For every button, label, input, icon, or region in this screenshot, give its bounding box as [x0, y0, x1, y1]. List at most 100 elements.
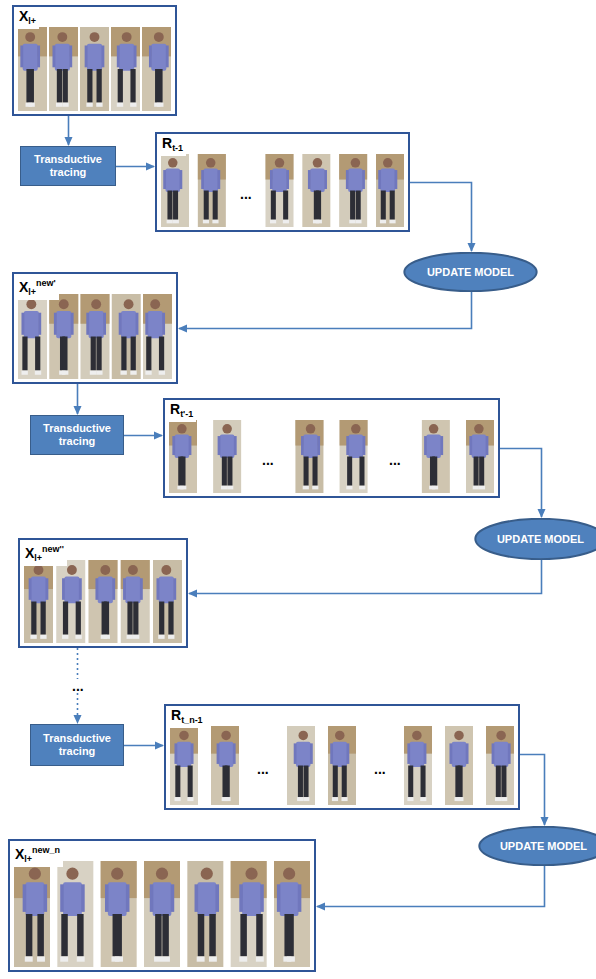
update-label: UPDATE MODEL: [493, 533, 588, 546]
person-photo: [112, 294, 141, 379]
image-set-frame: Rt-1: [155, 132, 410, 232]
person-photo: [161, 154, 189, 227]
set-subscript: l+: [28, 287, 36, 297]
person-photo: [18, 27, 47, 111]
person-photo: [302, 154, 330, 227]
person-photo: [295, 420, 323, 493]
person-photo: [121, 560, 150, 643]
process-label: Transductive tracing: [31, 732, 123, 758]
person-photo: [57, 861, 93, 967]
update-label: UPDATE MODEL: [423, 266, 518, 279]
process-box: Transductive tracing: [30, 724, 124, 766]
set-subscript: l+: [34, 553, 42, 563]
person-photo: [101, 861, 137, 967]
person-photo: [404, 726, 432, 805]
flow-arrow: [124, 435, 162, 437]
person-photo: [14, 861, 50, 967]
set-title: Xl+: [17, 8, 39, 29]
set-superscript: new': [36, 278, 56, 288]
person-photo: [187, 861, 223, 967]
person-photo: [445, 726, 473, 805]
flow-arrow: [520, 755, 545, 826]
person-photo: [198, 154, 226, 227]
person-photo: [111, 27, 140, 111]
set-subscript: l+: [28, 16, 36, 26]
image-set-frame: Rt_n-1: [164, 704, 520, 810]
ellipsis-mark: ...: [372, 762, 388, 776]
person-photo: [142, 27, 171, 111]
set-symbol: R: [170, 401, 180, 417]
set-symbol: X: [25, 545, 34, 561]
person-photo: [56, 560, 85, 643]
person-photo: [287, 726, 315, 805]
set-subscript: l+: [24, 854, 32, 864]
person-photo: [89, 560, 118, 643]
process-label: Transductive tracing: [21, 153, 115, 179]
person-photo: [49, 27, 78, 111]
flow-arrow: [189, 560, 542, 594]
set-superscript: new_n: [32, 845, 60, 855]
person-photo: [153, 560, 182, 643]
update-ellipse: UPDATE MODEL: [474, 518, 596, 560]
ellipsis-mark: ...: [260, 453, 276, 467]
person-photo: [339, 154, 367, 227]
set-title: Xl+new'': [23, 541, 67, 566]
image-set-frame: Xl+new_n: [8, 839, 316, 972]
process-box: Transductive tracing: [20, 146, 116, 186]
flow-arrow: [124, 745, 163, 747]
process-label: Transductive tracing: [31, 422, 123, 448]
set-subscript: t-1: [172, 143, 183, 153]
set-symbol: R: [171, 707, 181, 723]
person-photo: [211, 726, 239, 805]
person-photo: [376, 154, 404, 227]
set-subscript: t'-1: [180, 409, 193, 419]
person-photo: [486, 726, 514, 805]
set-title: Rt_n-1: [169, 707, 206, 728]
person-photo: [170, 726, 198, 805]
image-set-frame: Xl+: [12, 5, 177, 116]
person-photo: [266, 154, 294, 227]
person-photo: [231, 861, 267, 967]
set-symbol: R: [162, 135, 172, 151]
set-symbol: X: [15, 846, 24, 862]
ellipsis-mark: ...: [238, 187, 254, 201]
person-photo: [328, 726, 356, 805]
person-photo: [49, 294, 78, 379]
set-title: Xl+new': [17, 275, 59, 300]
person-photo: [80, 27, 109, 111]
person-photo: [81, 294, 110, 379]
ellipsis-mark: ...: [255, 762, 271, 776]
set-symbol: X: [19, 8, 28, 24]
set-superscript: new'': [42, 544, 64, 554]
flow-arrow: [68, 116, 70, 145]
flow-arrow: [116, 166, 154, 168]
flow-arrow: [410, 183, 472, 252]
ellipsis-mark: ...: [387, 453, 403, 467]
person-photo: [144, 861, 180, 967]
image-set-frame: Rt'-1: [163, 398, 500, 498]
process-box: Transductive tracing: [30, 415, 124, 455]
update-label: UPDATE MODEL: [496, 840, 591, 853]
flow-arrow: [179, 292, 472, 329]
update-ellipse: UPDATE MODEL: [478, 826, 596, 866]
flow-arrow: [500, 449, 542, 518]
person-photo: [422, 420, 450, 493]
image-set-frame: Xl+new'': [18, 538, 188, 648]
flow-arrow: [77, 384, 79, 414]
person-photo: [213, 420, 241, 493]
edge-label: ...: [70, 679, 86, 693]
person-photo: [18, 294, 47, 379]
person-photo: [466, 420, 494, 493]
set-symbol: X: [19, 279, 28, 295]
person-photo: [274, 861, 310, 967]
person-photo: [24, 560, 53, 643]
person-photo: [340, 420, 368, 493]
set-title: Xl+new_n: [13, 842, 63, 867]
person-photo: [169, 420, 197, 493]
set-title: Rt-1: [160, 135, 186, 156]
flow-arrow: [317, 866, 545, 907]
person-photo: [143, 294, 172, 379]
image-set-frame: Xl+new': [12, 272, 178, 384]
update-ellipse: UPDATE MODEL: [403, 252, 538, 292]
